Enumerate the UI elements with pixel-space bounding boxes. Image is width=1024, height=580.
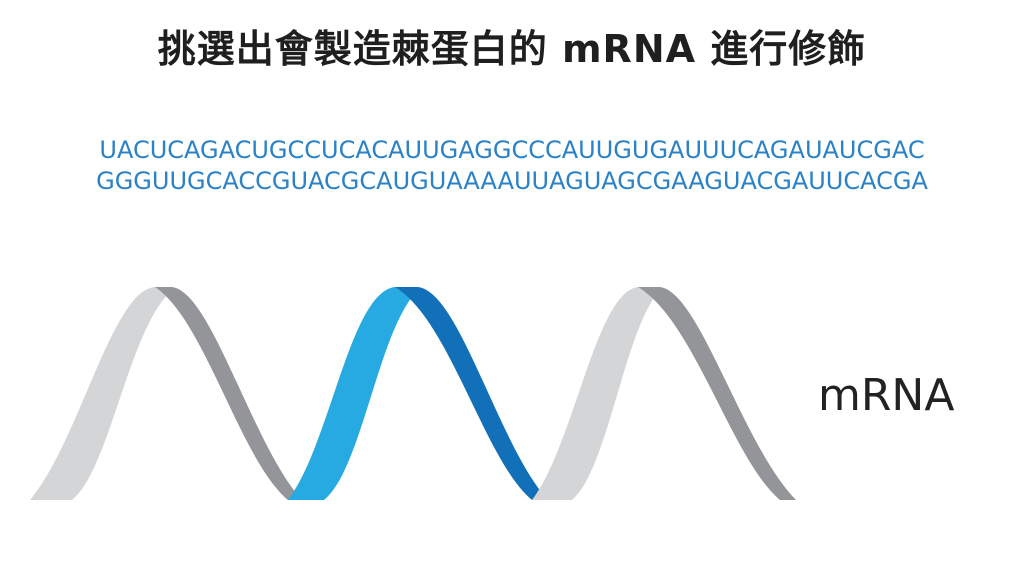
arch-2-front-strand xyxy=(288,287,418,500)
arch-1-front-strand xyxy=(30,287,172,500)
slide-title: 挑選出會製造棘蛋白的 mRNA 進行修飾 xyxy=(157,27,867,71)
arch-1-back-strand xyxy=(155,287,302,500)
sequence-line-2: GGGUUGCACCGUACGCAUGUAAAAUUAGUAGCGAAGUACG… xyxy=(96,167,928,195)
arch-3-front-strand xyxy=(532,287,660,500)
sequence-line-1: UACUCAGACUGCCUCACAUUGAGGCCCAUUGUGAUUUCAG… xyxy=(99,136,925,164)
arch-3-back-strand xyxy=(638,287,796,500)
mrna-label: mRNA xyxy=(818,370,955,421)
arch-2-back-strand xyxy=(395,287,548,500)
mrna-sequence: UACUCAGACUGCCUCACAUUGAGGCCCAUUGUGAUUUCAG… xyxy=(0,135,1024,197)
